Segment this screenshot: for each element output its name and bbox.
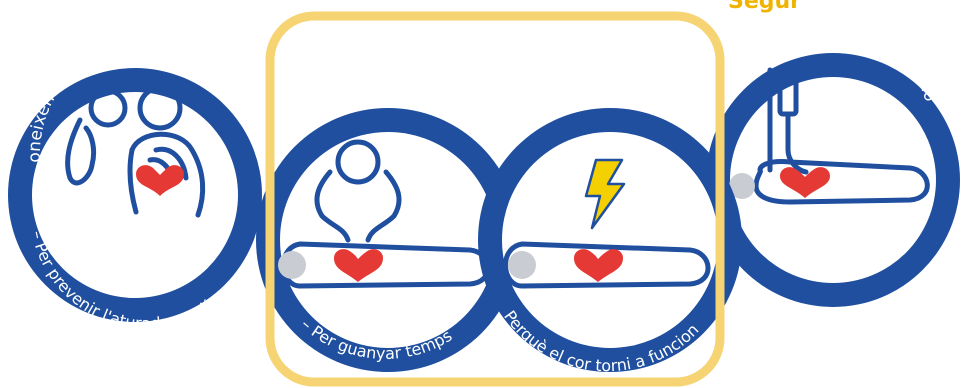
chain-link-4: Cures postressuscitació – Per restaurar … (706, 6, 960, 367)
link-2-top-text: RCP precoç (327, 54, 431, 83)
chain-link-2: RCP precoç – Per guanyar temps (256, 54, 520, 372)
chain-link-1: Reconeixement precoç i demanda d'ajuda –… (0, 0, 262, 333)
